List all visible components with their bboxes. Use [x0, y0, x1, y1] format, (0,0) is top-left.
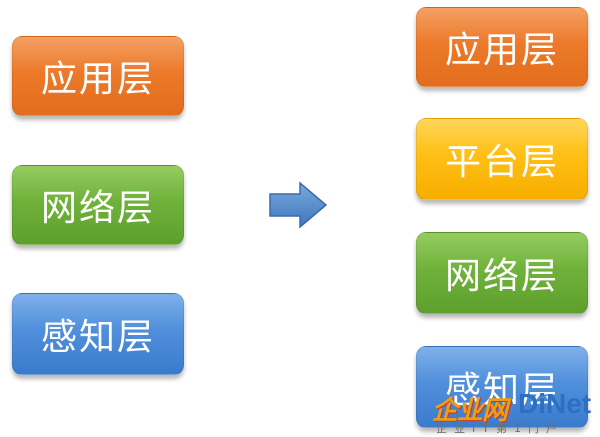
right-application-layer-label: 应用层 — [444, 30, 559, 71]
right-perception-layer: 感知层 — [416, 346, 588, 428]
right-perception-layer-label: 感知层 — [444, 370, 559, 411]
right-platform-layer: 平台层 — [416, 118, 588, 200]
right-arrow-icon — [269, 181, 328, 229]
right-network-layer: 网络层 — [416, 232, 588, 314]
watermark-logo: 企业网 DiNet 企业IT第1门户 — [432, 386, 598, 436]
watermark-tagline: 企业IT第1门户 — [436, 422, 564, 435]
right-platform-layer-label: 平台层 — [444, 142, 559, 183]
watermark-logo-en: DiNet — [518, 388, 592, 419]
left-perception-layer: 感知层 — [12, 293, 184, 375]
right-application-layer: 应用层 — [416, 7, 588, 87]
left-network-layer-label: 网络层 — [40, 188, 155, 229]
left-application-layer: 应用层 — [12, 36, 184, 116]
right-network-layer-label: 网络层 — [444, 256, 559, 297]
watermark-logo-cn: 企业网 — [432, 396, 508, 426]
left-application-layer-label: 应用层 — [40, 59, 155, 100]
left-network-layer: 网络层 — [12, 165, 184, 245]
left-perception-layer-label: 感知层 — [40, 317, 155, 358]
